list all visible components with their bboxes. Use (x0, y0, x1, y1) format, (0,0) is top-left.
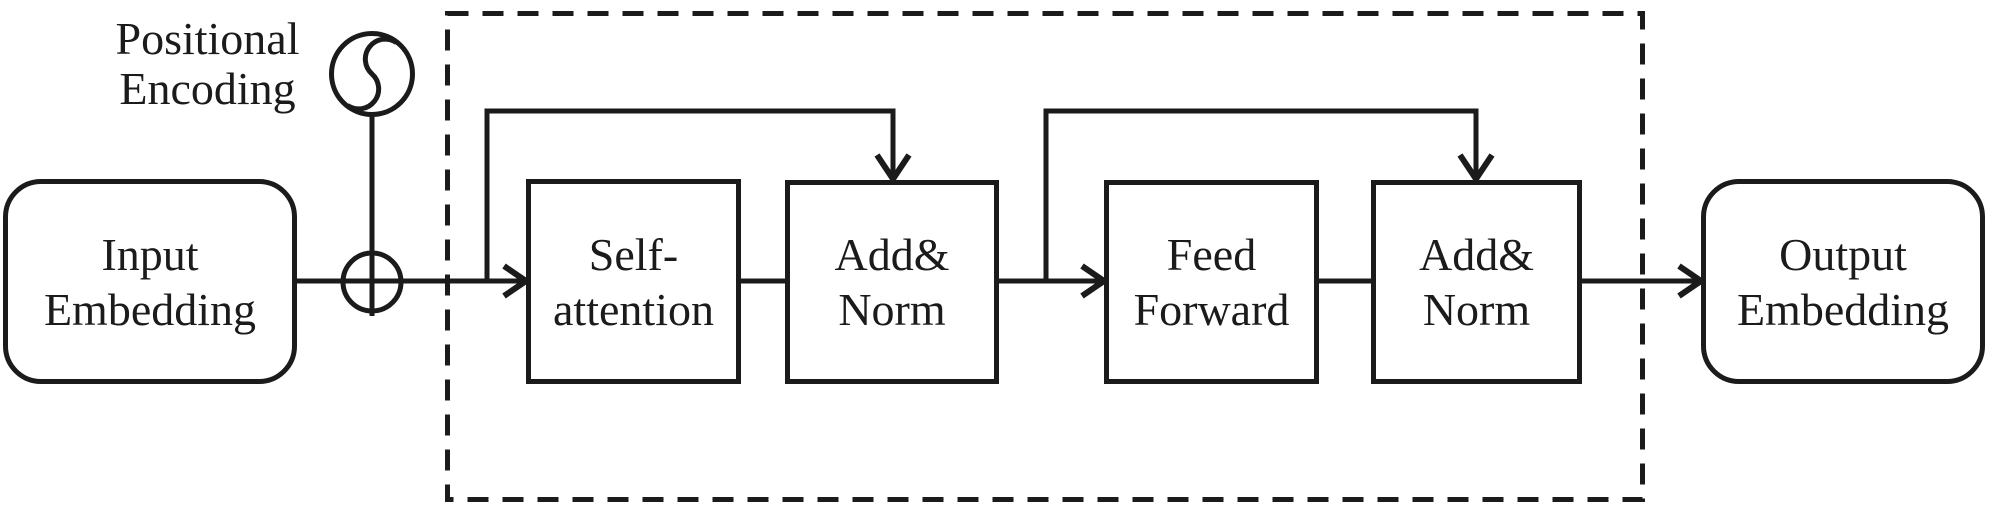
output-embedding-box: Output Embedding (1701, 179, 1985, 384)
self-attention-box: Self- attention (526, 179, 741, 384)
add-norm-2-box: Add& Norm (1371, 180, 1582, 384)
feed-forward-box: Feed Forward (1104, 180, 1319, 384)
positional-encoding-label: Positional Encoding (115, 13, 300, 114)
add-norm-1-box: Add& Norm (785, 180, 999, 384)
positional-encoding-icon (329, 31, 415, 117)
encoder-dashed-border (445, 11, 1645, 502)
arrowhead-skip-1 (874, 153, 912, 185)
add-icon (340, 250, 404, 314)
arrowhead-skip-2 (1457, 153, 1495, 185)
input-embedding-box: Input Embedding (3, 179, 297, 384)
skip-connection-2 (1043, 108, 1479, 281)
skip-connection-1 (484, 108, 896, 281)
